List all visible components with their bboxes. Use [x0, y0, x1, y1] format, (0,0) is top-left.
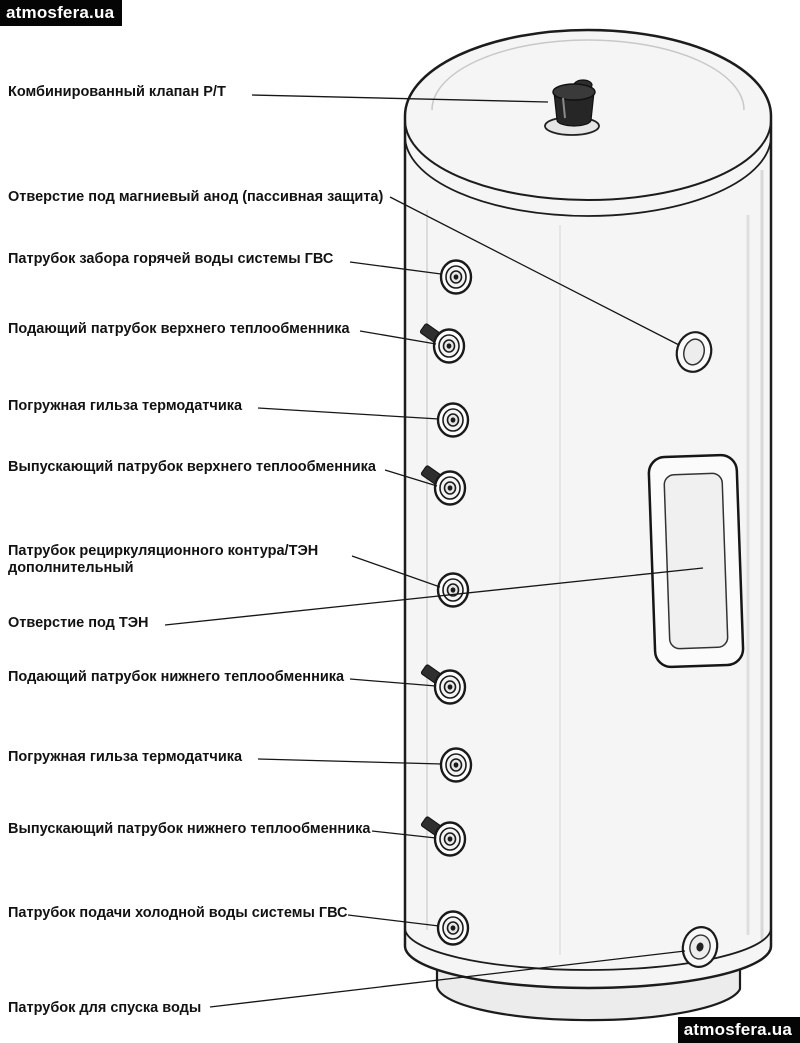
watermark-badge: atmosfera.ua	[677, 1017, 800, 1043]
leader-line	[371, 830, 437, 839]
label-ten-opening: Отверстие под ТЭН	[8, 615, 149, 631]
leader-line	[359, 330, 437, 345]
port-cold-water	[436, 910, 470, 946]
port-lower-hx-inlet	[420, 664, 467, 705]
label-hot-water-outlet: Патрубок забора горячей воды системы ГВС	[8, 251, 334, 267]
leader-line	[351, 555, 441, 588]
tank-bottom-seam	[404, 927, 772, 971]
drain-port	[681, 926, 719, 968]
port-lower-hx-outlet	[420, 816, 467, 857]
label-cold-water-inlet: Патрубок подачи холодной воды системы ГВ…	[8, 905, 348, 921]
label-upper-hx-outlet: Выпускающий патрубок верхнего теплообмен…	[8, 459, 376, 475]
leader-line	[251, 94, 549, 103]
leader-lines	[164, 94, 704, 1008]
label-anode-opening: Отверстие под магниевый анод (пассивная …	[8, 189, 384, 205]
label-pt-valve: Комбинированный клапан Р/Т	[8, 84, 226, 100]
leader-line	[257, 758, 443, 765]
port-thermo-upper	[436, 402, 470, 438]
leader-line	[209, 950, 686, 1008]
label-drain-port: Патрубок для спуска воды	[8, 1000, 202, 1016]
label-lower-hx-outlet: Выпускающий патрубок нижнего теплообменн…	[8, 821, 371, 837]
label-upper-hx-inlet: Подающий патрубок верхнего теплообменник…	[8, 321, 350, 337]
pt-valve	[544, 79, 600, 136]
leader-line	[349, 261, 442, 275]
label-lower-hx-inlet: Подающий патрубок нижнего теплообменника	[8, 669, 345, 685]
port-upper-hx-inlet	[419, 323, 466, 364]
leader-line	[257, 407, 440, 420]
leader-line	[389, 196, 680, 346]
leader-line	[164, 567, 704, 626]
port-recirculation	[436, 572, 470, 608]
tank-dome-rim	[404, 39, 772, 217]
anode-opening	[675, 331, 713, 373]
leader-line	[349, 678, 437, 687]
ten-panel	[647, 453, 745, 669]
label-thermo-sleeve-upper: Погружная гильза термодатчика	[8, 398, 243, 414]
leader-line	[347, 914, 440, 927]
label-recirculation-port: Патрубок рециркуляционного контура/ТЭН д…	[8, 543, 319, 576]
port-hot-water	[439, 259, 473, 295]
label-thermo-sleeve-lower: Погружная гильза термодатчика	[8, 749, 243, 765]
port-upper-hx-outlet	[420, 465, 467, 506]
leader-line	[384, 469, 438, 487]
watermark-badge: atmosfera.ua	[0, 0, 123, 26]
port-thermo-lower	[439, 747, 473, 783]
